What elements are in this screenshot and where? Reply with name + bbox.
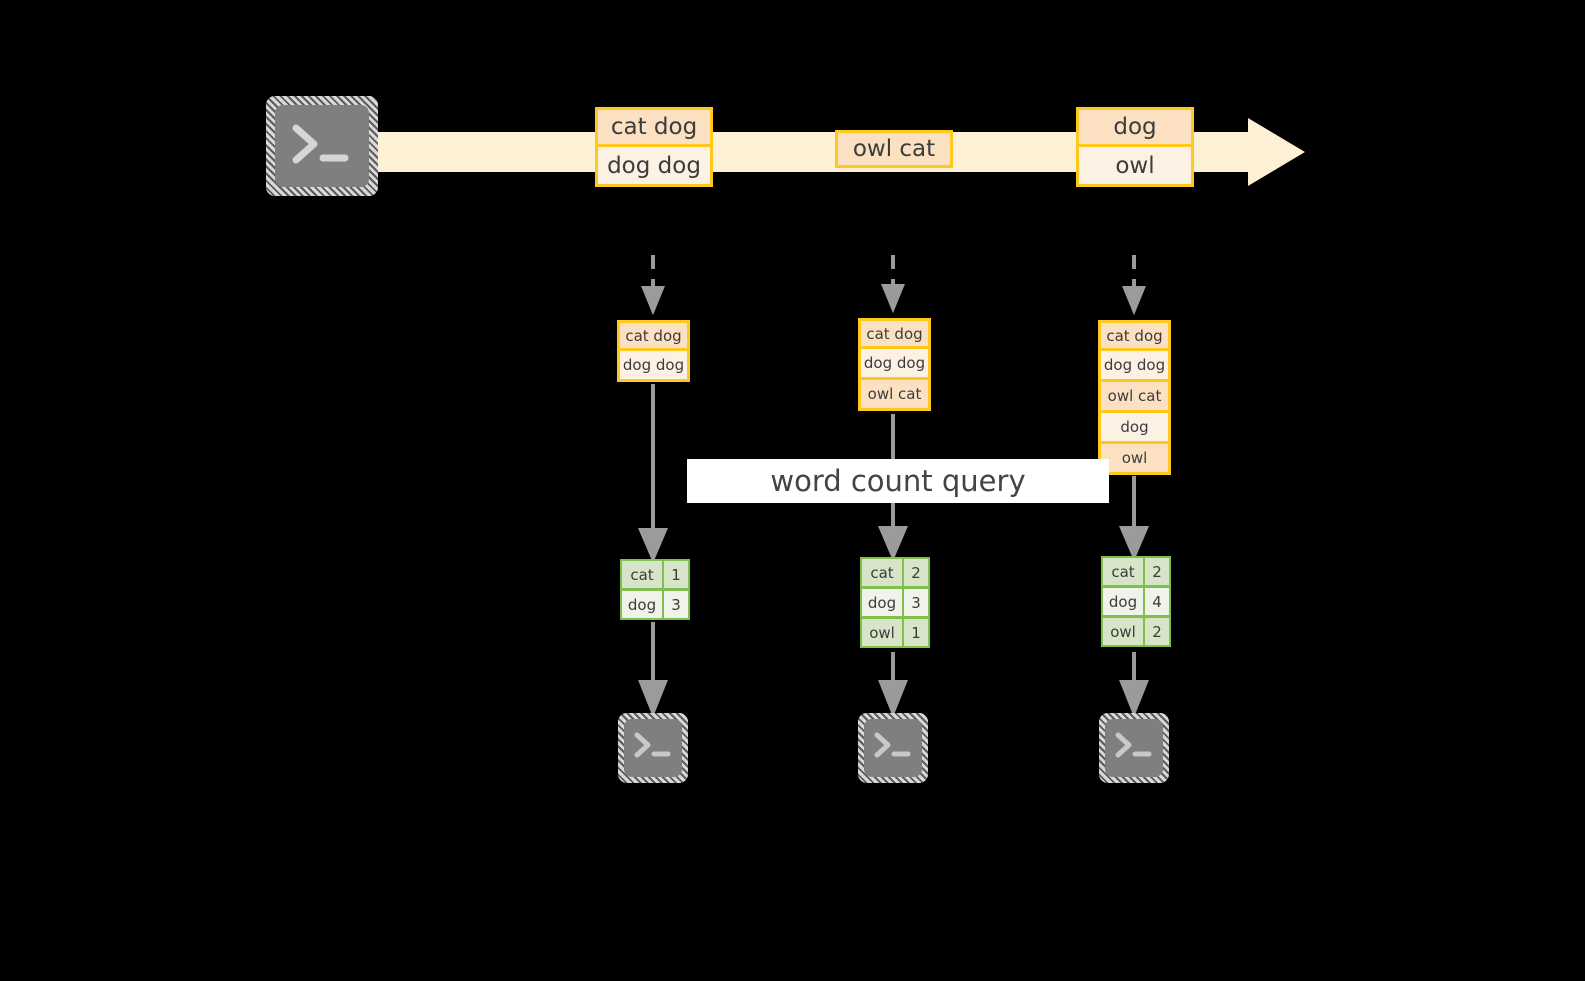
sink-terminal-icon[interactable] [858, 713, 928, 783]
snapshot-input-row[interactable]: cat dog [1098, 320, 1171, 351]
snapshot-input-row[interactable]: owl cat [1098, 382, 1171, 413]
stream-event-message[interactable]: owl cat [835, 130, 953, 168]
result-count-cell[interactable]: 4 [1143, 586, 1171, 617]
snapshot-input-row[interactable]: owl [1098, 444, 1171, 475]
stream-event-message[interactable]: dog dog [595, 147, 713, 187]
result-count-cell[interactable]: 2 [1143, 616, 1171, 647]
result-count-cell[interactable]: 2 [1143, 556, 1171, 587]
stream-event-message[interactable]: dog [1076, 107, 1194, 147]
sink-terminal-icon[interactable] [618, 713, 688, 783]
result-count-cell[interactable]: 1 [902, 617, 930, 648]
result-word-cell[interactable]: cat [620, 559, 664, 590]
result-word-cell[interactable]: dog [620, 589, 664, 620]
terminal-prompt-icon [634, 732, 671, 758]
snapshot-input-row[interactable]: dog dog [1098, 351, 1171, 382]
result-word-cell[interactable]: owl [1101, 616, 1145, 647]
snapshot-input-row[interactable]: dog [1098, 413, 1171, 444]
result-count-cell[interactable]: 1 [662, 559, 690, 590]
terminal-prompt-icon [1115, 732, 1152, 758]
result-word-cell[interactable]: cat [860, 557, 904, 588]
terminal-screen [624, 719, 682, 777]
result-count-cell[interactable]: 3 [662, 589, 690, 620]
result-count-cell[interactable]: 2 [902, 557, 930, 588]
result-word-cell[interactable]: dog [1101, 586, 1145, 617]
terminal-prompt-icon [292, 124, 349, 164]
terminal-screen [864, 719, 922, 777]
snapshot-input-row[interactable]: owl cat [858, 380, 931, 411]
terminal-screen [1105, 719, 1163, 777]
snapshot-input-row[interactable]: cat dog [858, 318, 931, 349]
stream-event-message[interactable]: cat dog [595, 107, 713, 147]
terminal-prompt-icon [874, 732, 911, 758]
result-count-cell[interactable]: 3 [902, 587, 930, 618]
snapshot-input-row[interactable]: dog dog [617, 351, 690, 382]
terminal-screen [275, 105, 369, 187]
result-word-cell[interactable]: cat [1101, 556, 1145, 587]
source-terminal-icon[interactable] [266, 96, 378, 196]
query-label-banner: word count query [687, 459, 1109, 503]
stream-event-message[interactable]: owl [1076, 147, 1194, 187]
result-word-cell[interactable]: dog [860, 587, 904, 618]
snapshot-input-row[interactable]: cat dog [617, 320, 690, 351]
snapshot-input-row[interactable]: dog dog [858, 349, 931, 380]
result-word-cell[interactable]: owl [860, 617, 904, 648]
sink-terminal-icon[interactable] [1099, 713, 1169, 783]
